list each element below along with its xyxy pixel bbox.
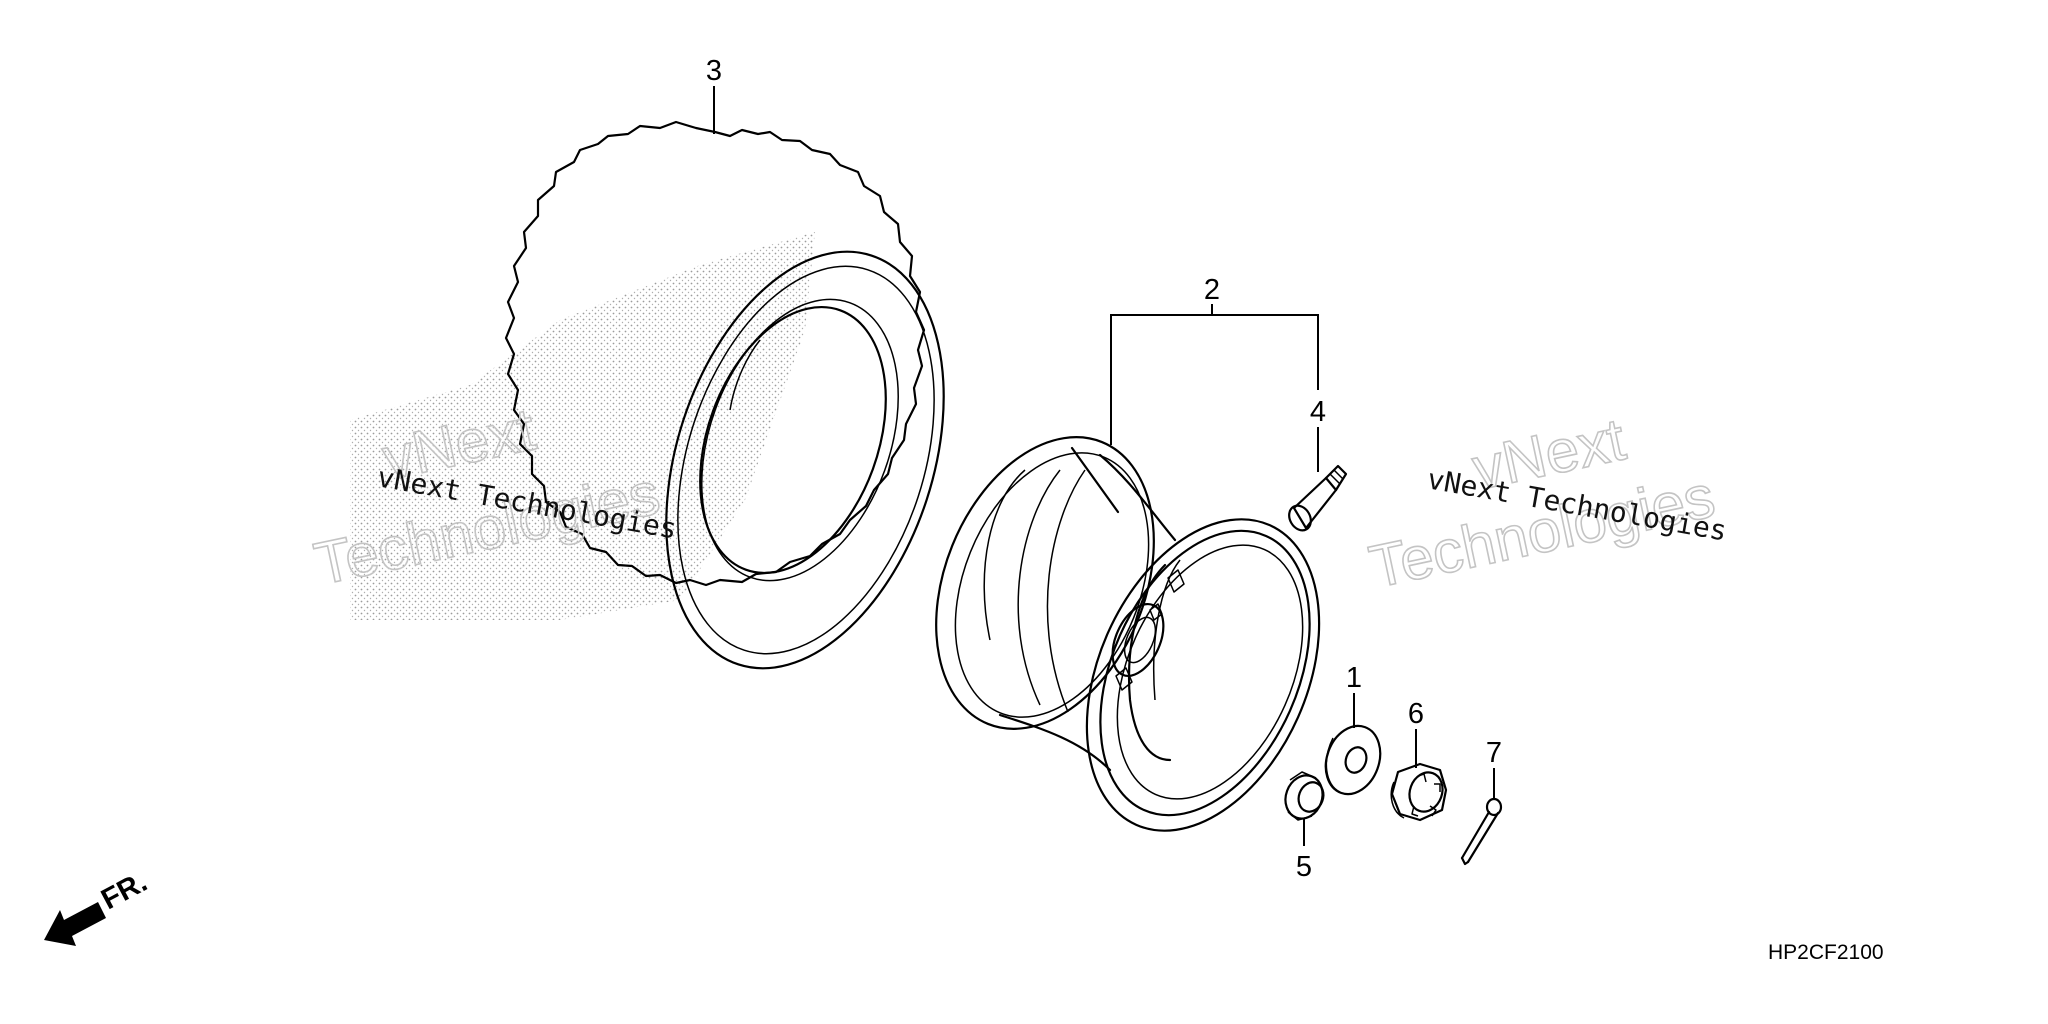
drawing-code: HP2CF2100 — [1768, 941, 1884, 964]
cotter-pin-leg-2 — [1466, 811, 1500, 864]
castle-nut-body — [1390, 762, 1448, 822]
callout-6[interactable]: 6 — [1408, 698, 1424, 730]
callout-7[interactable]: 7 — [1486, 737, 1502, 769]
rim-hub-center — [1111, 603, 1165, 677]
flange-nut[interactable] — [1280, 770, 1329, 824]
castle-nut-slots — [1411, 773, 1441, 817]
rim-barrel-bottom — [998, 713, 1112, 772]
rim-lug-hole-lower — [1115, 667, 1133, 691]
washer-outer — [1324, 724, 1382, 796]
rim-barrel-groove-1 — [1017, 469, 1061, 706]
callout-3[interactable]: 3 — [706, 55, 722, 87]
tire-tread-outline — [504, 120, 926, 587]
tire-bead-opening — [699, 306, 887, 574]
tire-sidewall — [665, 250, 945, 670]
flange-nut-flange — [1284, 774, 1324, 820]
rim-front-flange-inner — [1099, 529, 1311, 817]
callout-5[interactable]: 5 — [1296, 851, 1312, 883]
tire-bead-lip — [701, 298, 899, 582]
washer-edge — [1325, 737, 1341, 793]
valve-stem-base — [1288, 504, 1312, 532]
rim-hub-center-inner — [1123, 616, 1157, 664]
washer-hole — [1344, 746, 1368, 774]
cotter-pin[interactable] — [1460, 797, 1503, 866]
rim-barrel-upper — [1070, 446, 1120, 514]
rim-back-flange — [935, 436, 1155, 730]
rim-back-flange-inner — [954, 452, 1150, 718]
front-direction-label: FR. — [96, 866, 152, 916]
wheel-rim[interactable] — [895, 405, 1364, 868]
flange-nut-face — [1297, 781, 1325, 813]
cotter-pin-leg-1 — [1460, 810, 1491, 860]
valve-stem-body — [1292, 476, 1338, 530]
rim-front-bead — [1116, 544, 1304, 800]
rim-barrel-groove-2 — [1046, 469, 1086, 713]
valve-stem-thread — [1329, 469, 1344, 485]
rim-front-flange — [1085, 518, 1321, 832]
washer[interactable] — [1317, 718, 1390, 802]
callout-4[interactable]: 4 — [1310, 396, 1326, 428]
valve-stem[interactable] — [1285, 464, 1348, 534]
leader-2-bracket — [1110, 304, 1319, 445]
rim-lug-hole-upper — [1167, 569, 1185, 593]
rim-lug-hole-mid — [1149, 603, 1163, 621]
tire-inner-wall — [729, 339, 761, 411]
castle-nut[interactable] — [1390, 762, 1448, 822]
tire-shadow — [350, 232, 815, 620]
rim-back-contour — [983, 469, 1026, 641]
flange-nut-hex — [1287, 771, 1317, 821]
watermark-right: vNext Technologies vNext Technologies — [1363, 404, 1729, 601]
rim-hub-edge — [1152, 559, 1181, 701]
castle-nut-face — [1408, 771, 1444, 813]
front-arrow-icon — [44, 902, 106, 946]
rim-hub-disc — [1127, 563, 1172, 762]
valve-stem-tip — [1324, 464, 1348, 492]
castle-nut-flange — [1390, 781, 1405, 819]
rim-barrel-top — [1098, 453, 1177, 542]
cotter-pin-tip — [1460, 856, 1470, 866]
tire-sidewall-inner-line — [677, 265, 935, 655]
front-direction-indicator: FR. — [44, 866, 153, 946]
tire[interactable] — [504, 120, 993, 704]
callout-1[interactable]: 1 — [1346, 662, 1362, 694]
callout-2[interactable]: 2 — [1204, 274, 1220, 306]
